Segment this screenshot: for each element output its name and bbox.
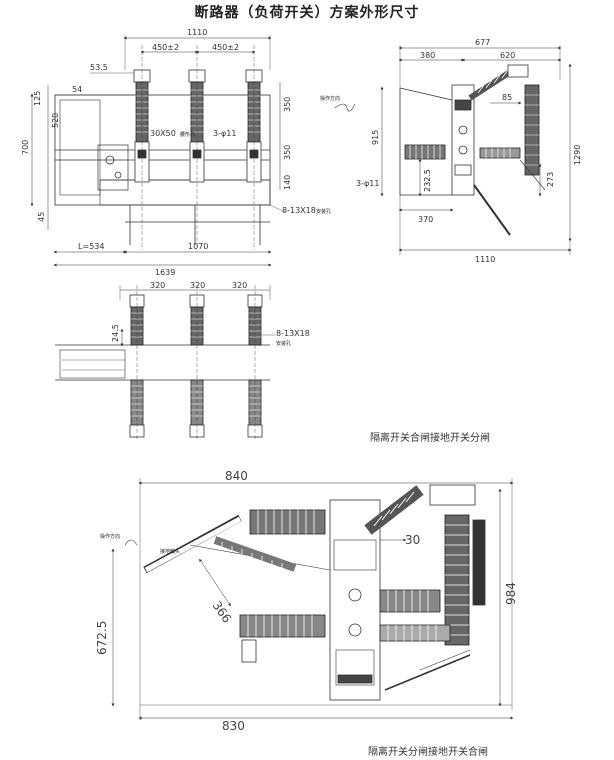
dim-45: 45 <box>37 212 46 222</box>
dim-pitch-b: 450±2 <box>212 43 239 52</box>
bottom-right-insulators <box>379 589 451 642</box>
contact-note: 接地触头 <box>160 548 180 555</box>
dim-380: 380 <box>420 51 435 60</box>
front-view-labels: 1110 450±2 450±2 53.5 54 125 520 700 45 … <box>21 28 331 277</box>
bottom-view-labels: 840 30 366 672.5 984 830 操作方向 接地触头 隔离开关分… <box>95 469 518 758</box>
dim-125: 125 <box>33 91 42 106</box>
dim-85: 85 <box>502 93 512 102</box>
top-view <box>55 285 275 440</box>
arc-note-bottom: 操作方向 <box>100 533 120 540</box>
dim-320-b: 320 <box>190 281 205 290</box>
front-view <box>30 35 286 267</box>
dim-520: 520 <box>51 113 60 128</box>
top-view-labels: 320 320 320 24.5 8-13X18 安装孔 隔离开关合闸接地开关分… <box>111 281 490 444</box>
dim-366: 366 <box>210 599 235 626</box>
dim-370: 370 <box>418 215 433 224</box>
dim-1639: 1639 <box>155 268 175 277</box>
slot-note: 腰形孔 <box>180 131 195 138</box>
dim-984: 984 <box>504 582 518 605</box>
dim-840: 840 <box>225 469 248 483</box>
dim-53-5: 53.5 <box>90 63 108 72</box>
side-upper-insulator <box>468 64 540 176</box>
dim-830: 830 <box>222 719 245 733</box>
dim-24-5: 24.5 <box>111 324 120 342</box>
side-lower-insulators <box>404 144 521 160</box>
bottom-left-insulators <box>239 509 326 663</box>
side-view-labels: 677 380 620 85 915 1290 3-φ11 232.5 273 … <box>320 38 582 264</box>
dim-l534: L=534 <box>78 242 104 251</box>
dim-350-lower: 350 <box>283 145 292 160</box>
dim-slot: 30X50 <box>150 129 176 138</box>
dim-915: 915 <box>371 130 380 145</box>
arc-note-side: 操作方向 <box>320 95 340 102</box>
dim-1070: 1070 <box>188 242 208 251</box>
dim-54: 54 <box>72 85 82 94</box>
side-cabinet <box>451 84 475 196</box>
dim-672-5: 672.5 <box>95 621 109 655</box>
dim-1110-side: 1110 <box>475 255 495 264</box>
dim-pitch-a: 450±2 <box>152 43 179 52</box>
dim-232-5: 232.5 <box>423 169 432 192</box>
dim-1110-top: 1110 <box>187 28 207 37</box>
dim-677: 677 <box>475 38 490 47</box>
dim-mount-top: 8-13X18 <box>276 329 310 338</box>
mount-note-front: 安装孔 <box>316 208 331 215</box>
caption-bottom-view: 隔离开关分闸接地开关合闸 <box>368 745 488 758</box>
dim-30: 30 <box>405 533 420 547</box>
dim-320-c: 320 <box>232 281 247 290</box>
bottom-view <box>111 478 514 720</box>
dim-620: 620 <box>500 51 515 60</box>
dim-320-a: 320 <box>150 281 165 290</box>
dim-273: 273 <box>546 172 555 187</box>
mount-note-top: 安装孔 <box>276 340 291 347</box>
dim-1290: 1290 <box>573 145 582 165</box>
dim-140: 140 <box>283 175 292 190</box>
dim-350-upper: 350 <box>283 97 292 112</box>
caption-top-view: 隔离开关合闸接地开关分闸 <box>370 431 490 444</box>
dim-hole-side: 3-φ11 <box>356 179 379 188</box>
dim-700: 700 <box>21 140 30 155</box>
page-title: 断路器（负荷开关）方案外形尺寸 <box>194 5 420 21</box>
dim-mount-front: 8-13X18 <box>282 206 316 215</box>
side-view <box>334 45 572 255</box>
dim-hole-front: 3-φ11 <box>213 129 236 138</box>
bottom-upper-insulator <box>364 484 486 646</box>
